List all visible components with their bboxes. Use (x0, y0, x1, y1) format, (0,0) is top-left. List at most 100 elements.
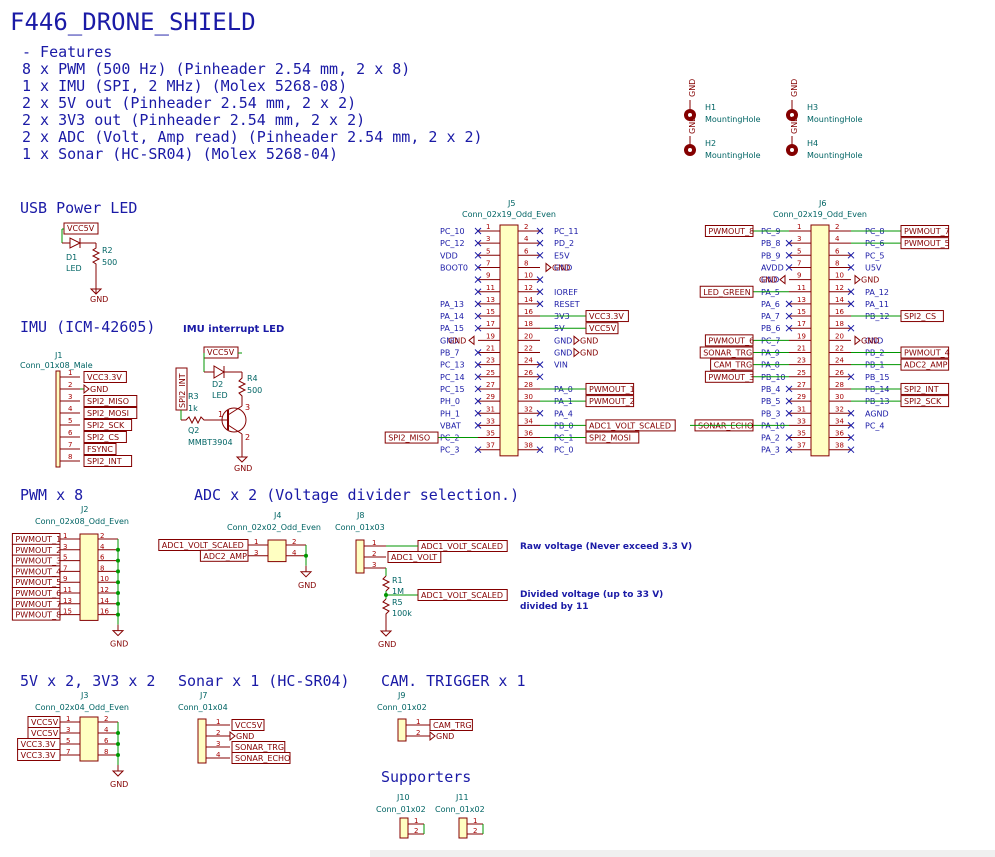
net-label[interactable]: SPI2_INT (83, 455, 133, 467)
net-label[interactable]: VCC5V (27, 727, 61, 739)
mounting-hole-value: MountingHole (705, 151, 761, 160)
part-value: Conn_02x04_Odd_Even (35, 703, 129, 712)
mounting-hole-h2[interactable]: GND H2 MountingHole (684, 116, 761, 160)
led-icon[interactable] (213, 365, 225, 379)
no-connect-stroke (474, 264, 482, 271)
part-ref: R2 (102, 246, 113, 255)
led-icon[interactable] (69, 237, 82, 249)
connector-j10[interactable]: J10 Conn_01x02 12 (376, 793, 426, 839)
pin-number: 31 (486, 405, 495, 413)
pin-number: 31 (797, 405, 806, 413)
no-connect-stroke (785, 434, 793, 441)
net-label[interactable]: SPI2_MISO (384, 431, 439, 444)
net-label[interactable]: CAM_TRG (710, 358, 754, 371)
no-connect-icon (474, 373, 482, 381)
net-label[interactable]: PWMOUT_7 (900, 225, 950, 237)
no-connect-stroke (474, 446, 482, 454)
net-label[interactable]: VCC3.3V (17, 738, 61, 750)
part-ref: J8 (356, 511, 364, 520)
net-label[interactable]: PWMOUT_5 (11, 576, 61, 589)
net-label[interactable]: PWMOUT_4 (900, 346, 950, 359)
net-label-text: PWMOUT_8 (15, 611, 61, 620)
net-label[interactable]: VCC5V (231, 719, 265, 731)
net-label[interactable]: PWMOUT_3 (11, 554, 61, 567)
net-label[interactable]: PWMOUT_1 (11, 533, 61, 545)
no-connect-icon (785, 434, 793, 441)
pin-name: PA_13 (440, 300, 464, 309)
net-label[interactable]: SPI2_SCK (83, 419, 133, 431)
connector-j8[interactable]: J8 Conn_01x03 123ADC1_VOLT_SCALEDADC1_VO… (335, 511, 692, 649)
net-label-text: PWMOUT_2 (15, 546, 61, 555)
net-label[interactable]: VCC3.3V (83, 371, 127, 383)
net-label-box (11, 608, 61, 621)
net-label[interactable]: FSYNC (83, 443, 117, 455)
net-label[interactable]: SPI2_CS (83, 431, 127, 443)
net-label[interactable]: SONAR_TRG (699, 346, 754, 359)
connector-j11[interactable]: J11 Conn_01x02 12 (435, 793, 485, 839)
net-label[interactable]: SPI2_INT (900, 382, 950, 395)
pin-number: 11 (486, 284, 495, 292)
no-connect-stroke (785, 446, 793, 454)
section-title-sonar: Sonar x 1 (HC-SR04) (178, 672, 350, 690)
net-label[interactable]: SPI2_MOSI (585, 431, 640, 444)
net-label[interactable]: SPI2_SCK (900, 395, 950, 408)
net-label[interactable]: PWMOUT_6 (11, 587, 61, 599)
ground-arrow (545, 262, 552, 273)
net-label[interactable]: ADC1_VOLT (387, 551, 442, 563)
net-label[interactable]: ADC2_AMP (900, 358, 950, 371)
net-label[interactable]: ADC2_AMP (199, 549, 249, 562)
net-label[interactable]: PWMOUT_8 (704, 225, 754, 237)
net-label[interactable]: ADC1_VOLT_SCALED (417, 540, 508, 552)
resistor-icon[interactable] (91, 243, 101, 294)
net-label[interactable]: PWMOUT_4 (11, 565, 61, 578)
connector-body (499, 224, 519, 457)
net-label[interactable]: PWMOUT_7 (11, 597, 61, 610)
net-label[interactable]: SONAR_TRG (231, 741, 286, 753)
ground-icon: GND (573, 335, 598, 346)
net-label[interactable]: VCC5V (27, 716, 61, 728)
net-label[interactable]: PWMOUT_5 (900, 237, 950, 250)
mounting-hole-h4[interactable]: GND H4 MountingHole (786, 116, 863, 160)
net-label[interactable]: SPI2_CS (900, 310, 944, 323)
net-label[interactable]: SPI2_MISO (83, 395, 138, 407)
net-label-text: VCC3.3V (21, 751, 56, 760)
net-label[interactable]: PWMOUT_3 (704, 370, 754, 383)
net-label[interactable]: PWMOUT_1 (585, 382, 635, 395)
resistor-icon[interactable] (181, 415, 210, 425)
pin-number: 5 (486, 247, 490, 255)
pin-number: 2 (104, 715, 108, 723)
pin-number: 2 (372, 550, 376, 558)
net-label[interactable]: VCC5V (585, 322, 619, 335)
no-connect-icon (847, 373, 855, 381)
usb-power-led-circuit: VCC5V D1 LED R2 500 GND (61, 222, 117, 304)
net-label[interactable]: VCC3.3V (17, 749, 61, 761)
pin-name: PC_15 (440, 385, 465, 394)
net-label[interactable]: CAM_TRG (429, 719, 473, 731)
net-label[interactable]: PWMOUT_6 (704, 334, 754, 347)
mounting-hole-h3[interactable]: GND H3 MountingHole (786, 79, 863, 124)
net-label[interactable]: PWMOUT_8 (11, 608, 61, 621)
pin-name: PC_3 (440, 446, 460, 455)
mounting-hole-h1[interactable]: GND H1 MountingHole (684, 79, 761, 124)
pin-name: GND (554, 263, 572, 272)
pin-number: 3 (245, 403, 250, 412)
net-label[interactable]: VCC3.3V (585, 310, 629, 323)
net-label[interactable]: ADC1_VOLT_SCALED (585, 419, 676, 432)
net-label-text: PWMOUT_6 (708, 336, 754, 345)
net-label[interactable]: PWMOUT_2 (11, 543, 61, 556)
net-label[interactable]: ADC1_VOLT_SCALED (158, 539, 249, 551)
resistor-icon[interactable] (237, 372, 247, 402)
net-label[interactable]: PWMOUT_2 (585, 395, 635, 408)
net-label[interactable]: LED_GREEN (699, 285, 754, 298)
net-label[interactable]: SONAR_ECHO (231, 752, 291, 764)
net-label[interactable]: SPI2_MOSI (83, 407, 138, 419)
net-label[interactable]: ADC1_VOLT_SCALED (417, 589, 508, 601)
